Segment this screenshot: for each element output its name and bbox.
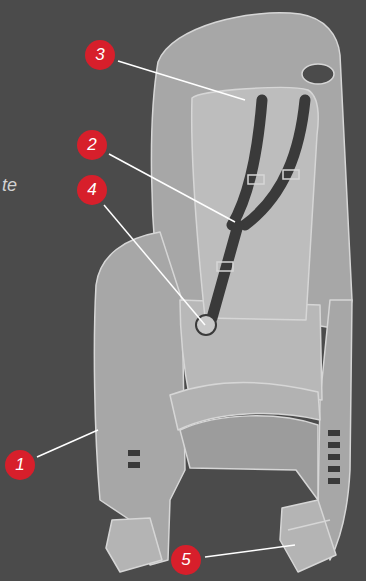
foot-strap: [288, 520, 330, 530]
right-foot-rest: [280, 500, 336, 572]
strap-buckles: [217, 170, 299, 271]
vent-slots: [128, 430, 340, 484]
callout-number: 2: [77, 130, 107, 160]
callout-number: 5: [171, 545, 201, 575]
leader-lines: [37, 61, 295, 557]
callout-number: 4: [77, 175, 107, 205]
callout-number: 3: [85, 40, 115, 70]
head-hole: [302, 64, 334, 84]
callout-number: 1: [5, 450, 35, 480]
back-padding: [192, 88, 319, 320]
note-text: te: [2, 176, 17, 196]
harness-straps: [212, 100, 305, 318]
left-foot-rest: [106, 518, 162, 572]
leg-opening: [180, 416, 318, 500]
seat-back-shell: [151, 13, 352, 330]
